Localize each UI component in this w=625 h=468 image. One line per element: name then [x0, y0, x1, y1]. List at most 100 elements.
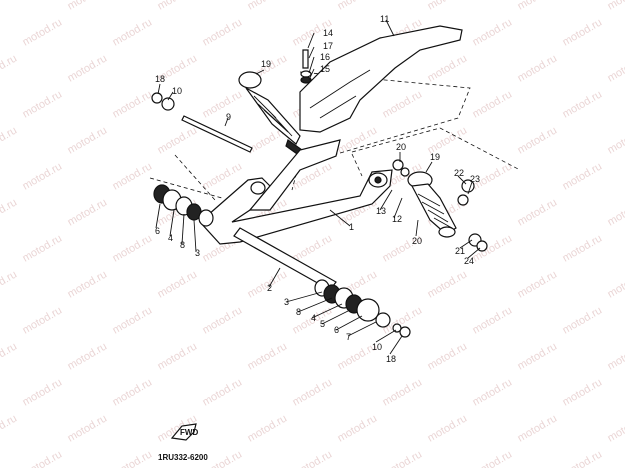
watermark-text: motod.ru — [471, 448, 515, 468]
watermark-text: motod.ru — [426, 340, 470, 372]
watermark-text: motod.ru — [111, 376, 155, 408]
watermark-text: motod.ru — [246, 412, 290, 444]
watermark-text: motod.ru — [0, 52, 19, 84]
watermark-text: motod.ru — [336, 124, 380, 156]
watermark-text: motod.ru — [0, 124, 19, 156]
callout-8-right: 8 — [296, 307, 301, 317]
watermark-text: motod.ru — [606, 196, 625, 228]
watermark-text: motod.ru — [201, 16, 245, 48]
diagram-code: 1RU332-6200 — [158, 453, 208, 462]
callout-14: 14 — [323, 28, 333, 38]
callout-3-right: 3 — [284, 297, 289, 307]
watermark-text: motod.ru — [426, 268, 470, 300]
callout-8-left: 8 — [180, 240, 185, 250]
watermark-text: motod.ru — [111, 448, 155, 468]
watermark-text: motod.ru — [156, 124, 200, 156]
watermark-text: motod.ru — [111, 304, 155, 336]
callout-23: 23 — [470, 174, 480, 184]
watermark-text: motod.ru — [21, 376, 65, 408]
right-bushing-stack — [314, 279, 391, 328]
callout-12: 12 — [392, 214, 402, 224]
watermark-text: motod.ru — [516, 196, 560, 228]
callout-13: 13 — [376, 206, 386, 216]
watermark-text: motod.ru — [0, 0, 19, 13]
hardware — [151, 49, 488, 338]
watermark-text: motod.ru — [561, 376, 605, 408]
watermark-text: motod.ru — [516, 412, 560, 444]
watermark-text: motod.ru — [156, 0, 200, 13]
watermark-text: motod.ru — [21, 232, 65, 264]
watermark-text: motod.ru — [471, 88, 515, 120]
callout-11: 11 — [380, 14, 389, 24]
callout-6-left: 6 — [155, 226, 160, 236]
watermark-text: motod.ru — [246, 340, 290, 372]
watermark-text: motod.ru — [471, 16, 515, 48]
watermark-text: motod.ru — [66, 52, 110, 84]
callout-4-right: 4 — [311, 313, 316, 323]
watermark-text: motod.ru — [516, 0, 560, 13]
callout-24: 24 — [464, 256, 474, 266]
watermark-text: motod.ru — [561, 232, 605, 264]
pivot-bolt-long — [181, 115, 253, 153]
callout-7: 7 — [346, 332, 351, 342]
watermark-text: motod.ru — [516, 52, 560, 84]
watermark-text: motod.ru — [246, 0, 290, 13]
watermark-text: motod.ru — [0, 340, 19, 372]
fwd-arrow-icon: FWD — [170, 423, 198, 441]
callout-16: 16 — [320, 52, 330, 62]
callout-21: 21 — [455, 246, 465, 256]
watermark-text: motod.ru — [606, 340, 625, 372]
watermark-text: motod.ru — [111, 88, 155, 120]
watermark-text: motod.ru — [561, 88, 605, 120]
watermark-text: motod.ru — [21, 88, 65, 120]
callout-15: 15 — [320, 64, 330, 74]
callout-20-top: 20 — [396, 142, 406, 152]
watermark-text: motod.ru — [471, 376, 515, 408]
watermark-text: motod.ru — [381, 88, 425, 120]
watermark-text: motod.ru — [336, 412, 380, 444]
callout-3-left: 3 — [195, 248, 200, 258]
rear-shock-right — [407, 171, 457, 238]
callout-5: 5 — [320, 319, 325, 329]
watermark-text: motod.ru — [516, 124, 560, 156]
fwd-label: FWD — [180, 428, 198, 437]
watermark-text: motod.ru — [201, 304, 245, 336]
left-bushing-stack — [153, 184, 214, 227]
watermark-text: motod.ru — [606, 0, 625, 13]
watermark-text: motod.ru — [156, 268, 200, 300]
watermark-text: motod.ru — [66, 412, 110, 444]
callout-19-left: 19 — [261, 59, 271, 69]
watermark-text: motod.ru — [336, 0, 380, 13]
callout-9: 9 — [226, 112, 231, 122]
watermark-text: motod.ru — [201, 160, 245, 192]
watermark-text: motod.ru — [21, 448, 65, 468]
watermark-text: motod.ru — [291, 448, 335, 468]
watermark-text: motod.ru — [201, 376, 245, 408]
watermark-text: motod.ru — [516, 340, 560, 372]
watermark-text: motod.ru — [111, 16, 155, 48]
watermark-text: motod.ru — [156, 340, 200, 372]
callout-6-right: 6 — [334, 325, 339, 335]
watermark-text: motod.ru — [0, 268, 19, 300]
watermark-text: motod.ru — [21, 304, 65, 336]
callout-20-bottom: 20 — [412, 236, 422, 246]
watermark-text: motod.ru — [561, 304, 605, 336]
callout-18-bottom: 18 — [386, 354, 396, 364]
watermark-text: motod.ru — [516, 268, 560, 300]
watermark-text: motod.ru — [381, 448, 425, 468]
watermark-text: motod.ru — [21, 16, 65, 48]
watermark-text: motod.ru — [561, 448, 605, 468]
watermark-text: motod.ru — [561, 160, 605, 192]
watermark-text: motod.ru — [426, 0, 470, 13]
watermark-text: motod.ru — [606, 412, 625, 444]
callout-17: 17 — [323, 41, 333, 51]
chain-case — [299, 25, 463, 133]
watermark-text: motod.ru — [111, 232, 155, 264]
watermark-text: motod.ru — [606, 52, 625, 84]
watermark-text: motod.ru — [66, 124, 110, 156]
watermark-text: motod.ru — [426, 52, 470, 84]
watermark-text: motod.ru — [606, 268, 625, 300]
callout-1: 1 — [349, 222, 354, 232]
watermark-text: motod.ru — [291, 376, 335, 408]
